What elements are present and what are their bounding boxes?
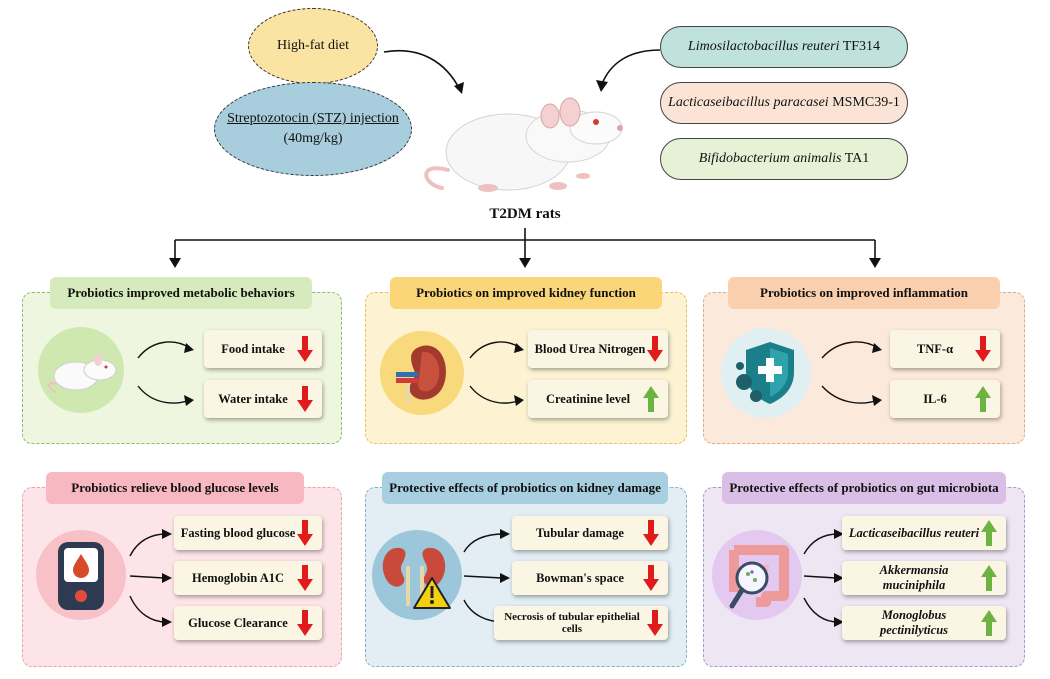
rat-icon <box>424 97 623 192</box>
result-food-intake: Food intake <box>204 330 322 368</box>
result-lacticaseibacillus-reuteri: Lacticaseibacillus reuteri <box>842 516 1006 550</box>
result-glucose-clearance: Glucose Clearance <box>174 606 322 640</box>
up-arrow-icon <box>981 565 997 591</box>
branch-arrows <box>821 341 882 406</box>
result-label: Akkermansia muciniphila <box>879 563 949 592</box>
result-bowmans-space: Bowman's space <box>512 561 668 595</box>
stz-dose-label: (40mg/kg) <box>283 131 343 146</box>
down-arrow-icon <box>647 610 663 636</box>
result-il-6: IL-6 <box>890 380 1000 418</box>
result-label: Lacticaseibacillus reuteri <box>848 525 980 540</box>
branch-arrows <box>469 341 524 406</box>
panel-title-inflammation: Probiotics on improved inflammation <box>728 277 1000 309</box>
up-arrow-icon <box>975 386 991 412</box>
stz-injection-label: Streptozotocin (STZ) injection <box>227 111 399 126</box>
down-arrow-icon <box>643 565 659 591</box>
result-label: Food intake <box>221 341 285 356</box>
result-hemoglobin-a1c: Hemoglobin A1C <box>174 561 322 595</box>
up-arrow-icon <box>643 386 659 412</box>
kidney-icon <box>396 345 446 404</box>
intestine-magnifier-icon <box>729 545 789 609</box>
up-arrow-icon <box>981 520 997 546</box>
result-label: Hemoglobin A1C <box>191 570 285 585</box>
high-fat-diet-node: High-fat diet <box>248 8 378 84</box>
result-label: Creatinine level <box>545 391 631 406</box>
branch-connector <box>169 228 881 268</box>
result-label: Blood Urea Nitrogen <box>534 341 646 356</box>
result-label: Tubular damage <box>536 525 624 540</box>
strain-pill-reuteri: Limosilactobacillus reuteri TF314 <box>660 26 908 68</box>
up-arrow-icon <box>981 610 997 636</box>
panel-title-kidney-function: Probiotics on improved kidney function <box>390 277 662 309</box>
kidney-warning-icon <box>382 547 451 609</box>
panel-title-kidney-damage: Protective effects of probiotics on kidn… <box>382 472 668 504</box>
result-monoglobus-pectinilyticus: Monoglobus pectinilyticus <box>842 606 1006 640</box>
result-tnf-alpha: TNF-α <box>890 330 1000 368</box>
arrow-strain-to-rat <box>596 49 661 92</box>
arrow-diet-to-rat <box>383 50 464 94</box>
result-akkermansia-muciniphila: Akkermansia muciniphila <box>842 561 1006 595</box>
down-arrow-icon <box>297 610 313 636</box>
down-arrow-icon <box>647 336 663 362</box>
result-blood-urea-nitrogen: Blood Urea Nitrogen <box>528 330 668 368</box>
strain-code: TA1 <box>841 151 870 166</box>
result-label: TNF-α <box>916 341 954 356</box>
down-arrow-icon <box>297 520 313 546</box>
panel-title-glucose: Probiotics relieve blood glucose levels <box>46 472 304 504</box>
result-label: Necrosis of tubular epithelial cells <box>504 611 640 635</box>
down-arrow-icon <box>297 565 313 591</box>
glucometer-icon <box>58 542 104 610</box>
shield-virus-icon <box>736 342 794 404</box>
result-creatinine-level: Creatinine level <box>528 380 668 418</box>
strain-code: MSMC39-1 <box>828 95 900 110</box>
result-label: Bowman's space <box>536 570 624 585</box>
panel-title-metabolic: Probiotics improved metabolic behaviors <box>50 277 312 309</box>
result-label: IL-6 <box>923 391 947 406</box>
down-arrow-icon <box>297 336 313 362</box>
result-tubular-damage: Tubular damage <box>512 516 668 550</box>
down-arrow-icon <box>975 336 991 362</box>
result-necrosis-tubular-cells: Necrosis of tubular epithelial cells <box>494 606 668 640</box>
result-label: Fasting blood glucose <box>180 525 296 540</box>
strain-pill-animalis: Bifidobacterium animalis TA1 <box>660 138 908 180</box>
strain-name: Lacticaseibacillus paracasei <box>668 95 829 110</box>
stz-injection-node: Streptozotocin (STZ) injection (40mg/kg) <box>214 82 412 176</box>
down-arrow-icon <box>297 386 313 412</box>
strain-pill-paracasei: Lacticaseibacillus paracasei MSMC39-1 <box>660 82 908 124</box>
result-water-intake: Water intake <box>204 380 322 418</box>
branch-arrows <box>129 529 172 627</box>
down-arrow-icon <box>643 520 659 546</box>
high-fat-diet-label: High-fat diet <box>277 38 349 53</box>
result-label: Monoglobus pectinilyticus <box>879 608 949 637</box>
branch-arrows <box>137 341 194 406</box>
rat-icon <box>48 354 117 393</box>
result-label: Water intake <box>218 391 288 406</box>
branch-arrows <box>803 529 844 627</box>
result-label: Glucose Clearance <box>188 615 288 630</box>
strain-name: Limosilactobacillus reuteri <box>687 39 840 54</box>
panel-title-gut-microbiota: Protective effects of probiotics on gut … <box>722 472 1006 504</box>
strain-name: Bifidobacterium animalis <box>698 151 842 166</box>
result-fasting-blood-glucose: Fasting blood glucose <box>174 516 322 550</box>
strain-code: TF314 <box>839 39 881 54</box>
model-label: T2DM rats <box>489 206 561 222</box>
